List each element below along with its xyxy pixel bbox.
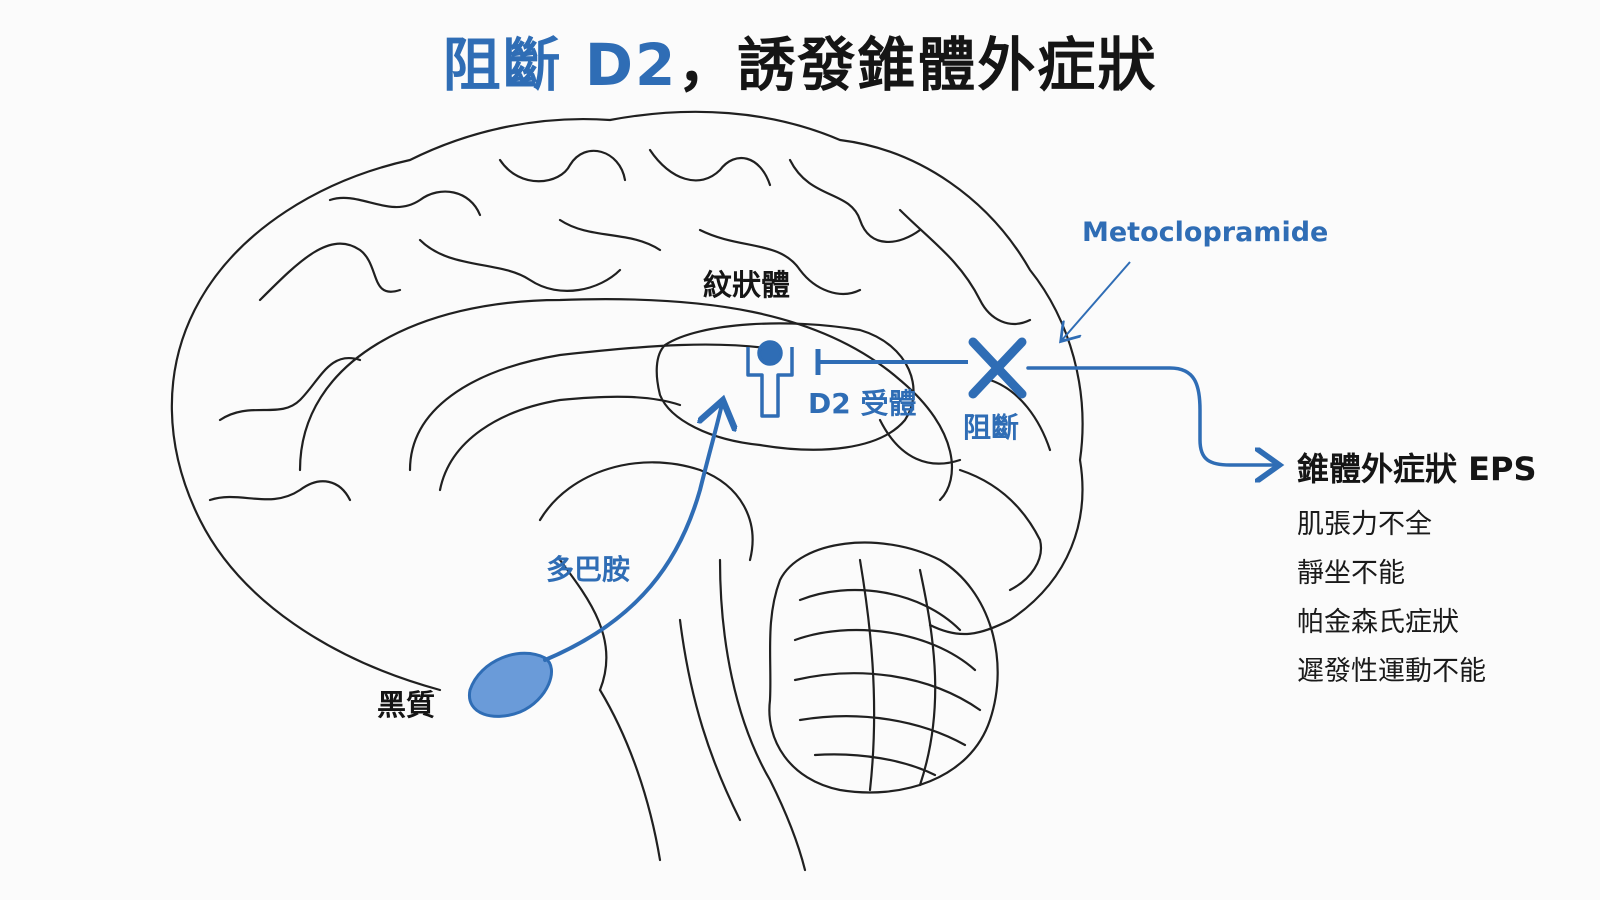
brainstem-left [598, 688, 662, 862]
title-accent: 阻斷 D2 [442, 31, 678, 99]
gyrus-fold [418, 238, 622, 292]
midbrain-outline [558, 558, 608, 692]
block-label: 阻斷 [963, 411, 1020, 444]
gyrus-fold [788, 158, 922, 243]
corpus-callosum-inner [438, 395, 682, 492]
cerebellum-fold [918, 568, 937, 787]
striatum-outline [655, 322, 915, 451]
dopamine-pathway-arrow [543, 404, 722, 662]
cerebellum-fold [793, 628, 977, 672]
cerebellum-fold [798, 715, 967, 747]
gyrus-fold [328, 190, 482, 217]
gyrus-fold [898, 208, 1032, 325]
dopamine-label: 多巴胺 [546, 553, 631, 586]
eps-symptom: 靜坐不能 [1297, 558, 1405, 589]
substantia-nigra-shape [468, 651, 553, 718]
brain-outline [170, 110, 1084, 692]
cingulate-gyrus [298, 298, 954, 502]
gyrus-fold [698, 228, 862, 295]
title-rest: ，誘發錐體外症狀 [677, 31, 1158, 99]
eps-symptom: 遲發性運動不能 [1297, 656, 1486, 687]
drug-pointer-arrow [1062, 261, 1131, 340]
gyrus-fold [498, 149, 627, 183]
eps-heading: 錐體外症狀 EPS [1297, 450, 1537, 488]
brainstem-right [718, 558, 807, 872]
cerebellum-fold [798, 588, 962, 632]
gyrus-fold [648, 148, 772, 187]
gyrus-fold [258, 242, 402, 302]
eps-arrow [1026, 366, 1276, 465]
gyrus-fold [958, 468, 1043, 592]
receptor-label: D2 受體 [808, 387, 917, 420]
eps-symptom: 帕金森氏症狀 [1297, 607, 1459, 638]
cerebellum-outline [768, 541, 999, 794]
cerebellum-fold [813, 753, 937, 777]
gyrus-fold [878, 418, 962, 465]
gyrus-fold [988, 378, 1052, 452]
thalamus-outline [538, 461, 754, 562]
eps-symptom-list: 肌張力不全 靜坐不能 帕金森氏症狀 遲發性運動不能 [1297, 500, 1486, 696]
cerebellum-fold [793, 672, 982, 712]
gyrus-fold [558, 218, 662, 252]
gyrus-fold [218, 357, 362, 422]
drug-label: Metoclopramide [1082, 217, 1329, 248]
cerebellum-fold [858, 558, 876, 792]
corpus-callosum-outer [408, 343, 782, 472]
gyrus-fold [208, 480, 352, 502]
x-mark-icon [968, 337, 1027, 399]
eps-symptom: 肌張力不全 [1297, 509, 1432, 540]
receptor-figure-icon [746, 340, 794, 418]
diagram-title: 阻斷 D2，誘發錐體外症狀 [0, 18, 1600, 102]
striatum-label: 紋狀體 [703, 268, 791, 302]
brainstem-mid [678, 618, 742, 822]
substantia-nigra-label: 黑質 [377, 688, 436, 722]
